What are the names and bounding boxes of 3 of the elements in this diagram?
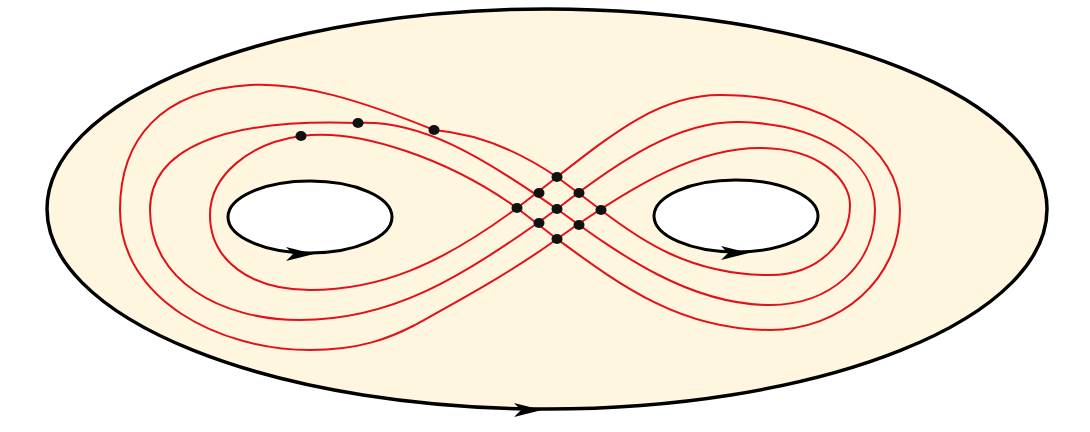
surface-ellipse	[47, 9, 1047, 409]
hole-ellipse	[228, 181, 392, 253]
hole-ellipse	[654, 180, 818, 252]
